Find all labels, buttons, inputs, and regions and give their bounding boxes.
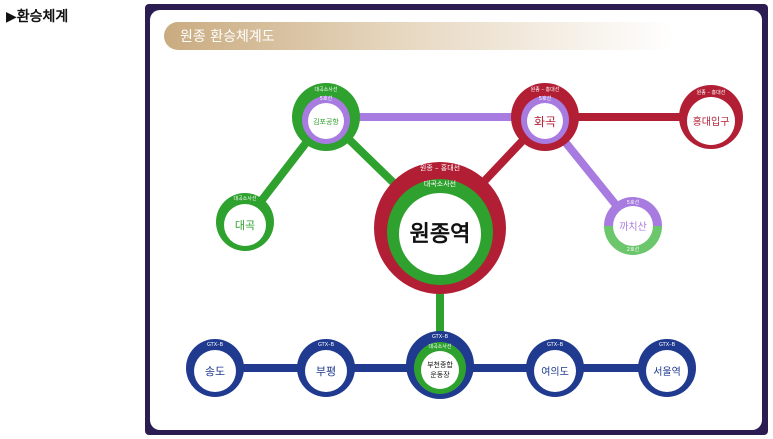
station-daegok[interactable]: 대곡소사선 대곡 bbox=[216, 193, 274, 251]
station-hwagok-name: 화곡 bbox=[534, 115, 556, 129]
station-bucheon-name-line1: 부천종합 bbox=[427, 360, 453, 369]
station-seoul[interactable]: GTX–B 서울역 bbox=[638, 339, 696, 397]
station-kkachisan-tag-bottom: 2호선 bbox=[627, 246, 640, 253]
station-yeouido-name: 여의도 bbox=[541, 366, 569, 378]
station-hongdae-name: 홍대입구 bbox=[693, 115, 730, 128]
station-bucheon-tag-sub: 대곡소사선 bbox=[428, 343, 451, 350]
station-seoul-name: 서울역 bbox=[653, 366, 681, 378]
station-daegok-name: 대곡 bbox=[235, 219, 255, 232]
station-yeouido[interactable]: GTX–B 여의도 bbox=[526, 339, 584, 397]
station-hwagok-tag-sub: 5호선 bbox=[539, 95, 552, 102]
station-yeouido-tag-top: GTX–B bbox=[547, 342, 564, 348]
station-gimpo-tag-sub: 5호선 bbox=[320, 95, 333, 102]
station-bupyeong[interactable]: GTX–B 부평 bbox=[297, 339, 355, 397]
station-wonjong-inner-tag: 대곡소사선 bbox=[424, 179, 456, 188]
diagram-title-bar: 원종 환승체계도 bbox=[164, 22, 674, 50]
station-songdo-tag-top: GTX–B bbox=[207, 342, 224, 348]
station-hongdae[interactable]: 원종 – 홍대선 홍대입구 bbox=[679, 85, 743, 149]
station-bucheon-name-line2: 운동장 bbox=[430, 370, 450, 379]
station-gimpo-name: 김포공항 bbox=[313, 117, 339, 126]
station-kkachisan[interactable]: 5호선 까치산 2호선 bbox=[604, 197, 662, 255]
station-wonjong-name: 원종역 bbox=[410, 222, 471, 247]
station-hongdae-tag-top: 원종 – 홍대선 bbox=[697, 89, 726, 96]
station-bucheon[interactable]: GTX–B 대곡소사선 부천종합 운동장 bbox=[406, 331, 474, 399]
station-bucheon-tag-top: GTX–B bbox=[432, 334, 449, 340]
station-kkachisan-tag-top: 5호선 bbox=[627, 199, 640, 206]
section-heading: ▶환승체계 bbox=[6, 9, 69, 25]
station-songdo-name: 송도 bbox=[205, 365, 225, 378]
station-gimpo[interactable]: 대곡소사선 5호선 김포공항 bbox=[292, 83, 360, 151]
station-wonjong-outer-tag: 원종 – 홍대선 bbox=[420, 163, 460, 172]
station-hwagok[interactable]: 원종 – 홍대선 5호선 화곡 bbox=[511, 83, 579, 151]
station-wonjong[interactable]: 원종 – 홍대선 대곡소사선 원종역 bbox=[374, 162, 506, 294]
station-bupyeong-name: 부평 bbox=[316, 365, 336, 378]
station-gimpo-tag-top: 대곡소사선 bbox=[314, 86, 337, 93]
station-daegok-tag-top: 대곡소사선 bbox=[233, 195, 256, 202]
station-bupyeong-tag-top: GTX–B bbox=[318, 342, 335, 348]
station-songdo[interactable]: GTX–B 송도 bbox=[186, 339, 244, 397]
station-seoul-tag-top: GTX–B bbox=[659, 342, 676, 348]
diagram-title: 원종 환승체계도 bbox=[180, 29, 275, 45]
station-kkachisan-name: 까치산 bbox=[619, 221, 647, 233]
station-hwagok-tag-top: 원종 – 홍대선 bbox=[531, 86, 560, 93]
